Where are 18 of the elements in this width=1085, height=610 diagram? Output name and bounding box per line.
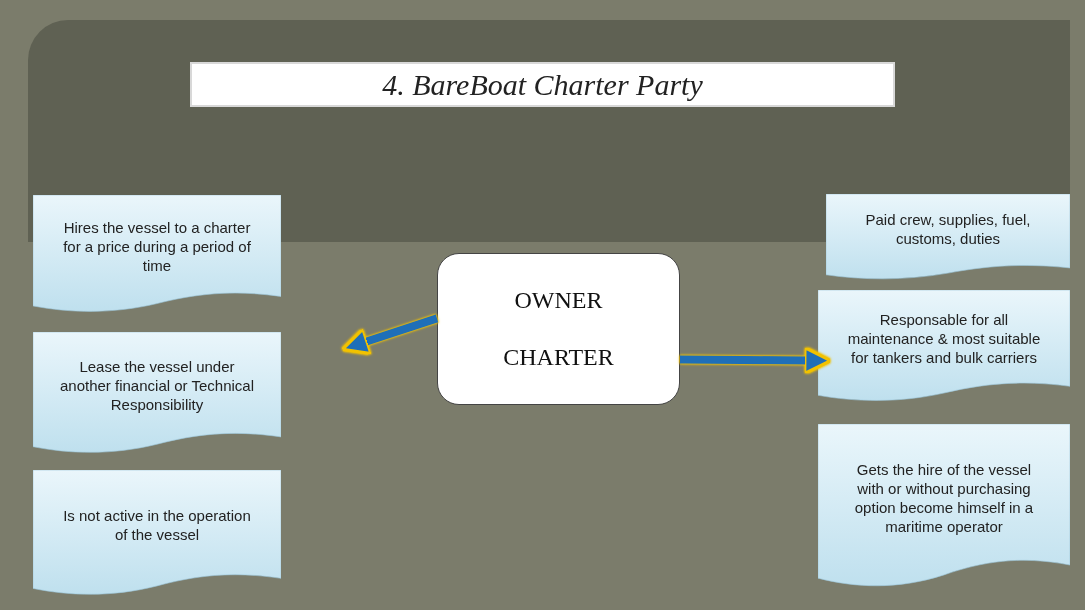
arrow [341,314,439,356]
note-text: Paid crew, supplies, fuel, customs, duties [864,210,1032,248]
role-box [437,253,680,405]
role-label: CHARTER [503,344,614,371]
note-text: Hires the vessel to a charter for a price during a period of time [62,217,252,275]
note-text: Is not active in the operation of the vessel [62,506,252,544]
note-text: Lease the vessel under another financial or Technical Responsibility [59,356,255,414]
note-card [818,290,1070,402]
note-card [818,424,1070,588]
note-card [33,470,281,596]
role-label: OWNER [514,287,603,314]
note-card [33,195,281,313]
note-card [826,194,1070,280]
note-card [33,332,281,454]
note-text: Responsable for all maintenance & most suitable for tankers and bulk carriers [846,309,1042,367]
arrow [679,346,832,375]
note-text: Gets the hire of the vessel with or without purchasing option become himself in a maritime operator [853,460,1035,536]
title: 4. BareBoat Charter Party [190,62,895,107]
